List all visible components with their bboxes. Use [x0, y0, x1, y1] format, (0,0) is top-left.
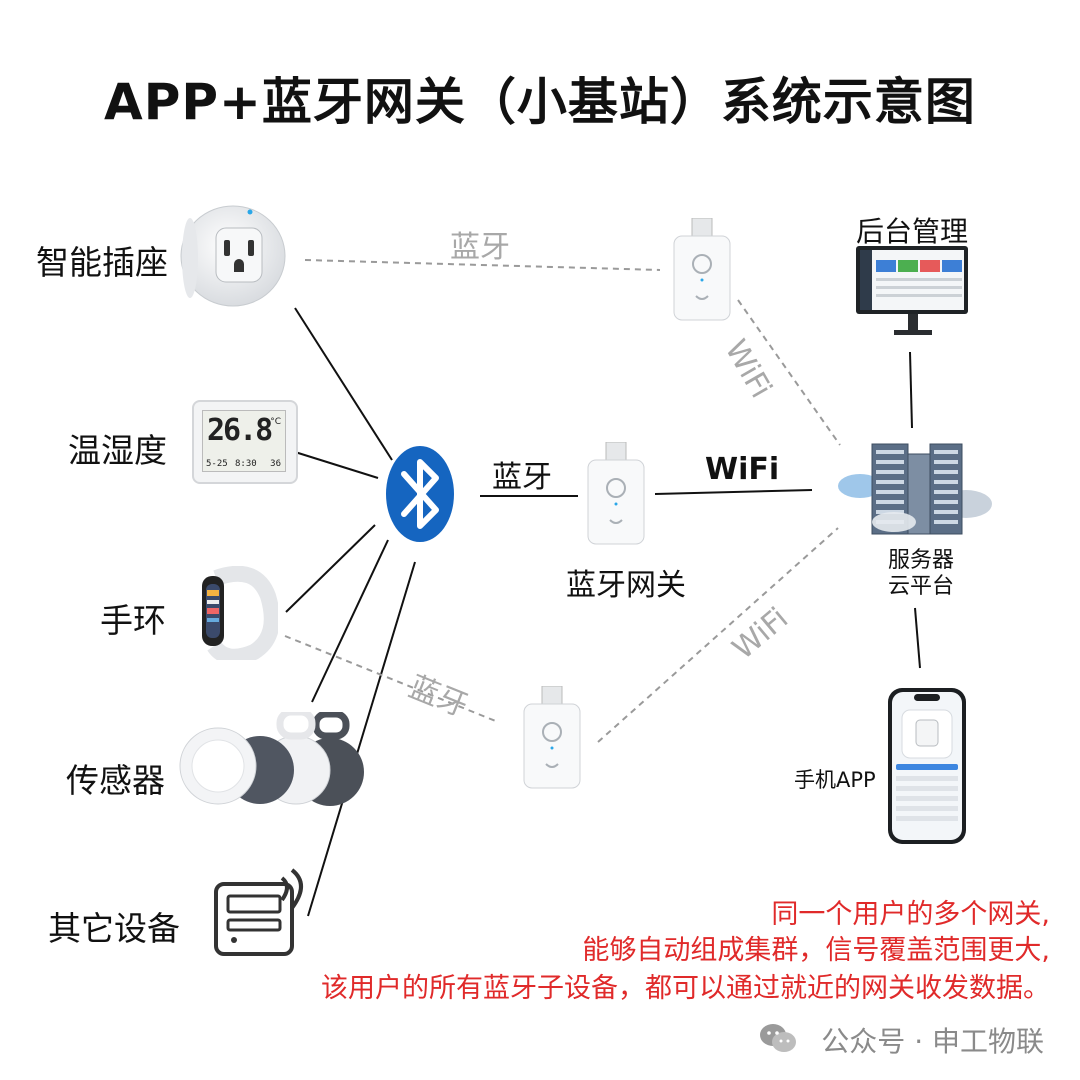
line-gateway-server [654, 489, 813, 495]
device-label-smart-plug: 智能插座 [36, 243, 168, 282]
meter-device-icon [214, 868, 303, 956]
monitor-icon [856, 246, 968, 335]
thermo-hygrometer-device: 26.8 °C 5-25 8:30 36 [192, 400, 298, 484]
device-label-sensor: 传感器 [66, 761, 165, 800]
gateway-device-top-icon [673, 218, 731, 321]
note-line-2: 能够自动组成集群，信号覆盖范围更大, [582, 935, 1050, 966]
thermo-screen: 26.8 °C 5-25 8:30 36 [202, 410, 286, 472]
server-label-line2: 云平台 [887, 574, 954, 599]
phone-icon [888, 688, 966, 844]
fitness-band-icon [202, 566, 278, 660]
note-line-3: 该用户的所有蓝牙子设备，都可以通过就近的网关收发数据。 [321, 973, 1050, 1004]
device-label-band: 手环 [100, 601, 166, 640]
server-label-line1: 服务器 [887, 548, 954, 573]
thermo-date: 5-25 [206, 459, 228, 469]
gateway-label: 蓝牙网关 [566, 568, 686, 603]
watermark: 公众号 · 申工物联 [821, 1025, 1044, 1058]
dashed-gateway2-server [737, 299, 841, 446]
line-backend-server [909, 351, 913, 429]
link-label-bluetooth-mid: 蓝牙 [492, 460, 552, 495]
line-other-hub [307, 561, 416, 917]
thermo-temp: 26.8 [207, 413, 273, 448]
dashed-gateway3-server [597, 527, 839, 743]
smart-plug-icon [180, 205, 286, 307]
line-server-phone [914, 607, 921, 669]
thermo-unit: °C [270, 417, 281, 427]
server-label: 服务器 云平台 [886, 548, 956, 600]
note-line-1: 同一个用户的多个网关, [771, 899, 1050, 930]
gateway-device-mid-icon [587, 442, 645, 545]
link-label-wifi-mid: WiFi [705, 452, 780, 487]
line-sensor-hub [311, 539, 389, 703]
server-cloud-icon [838, 443, 992, 535]
device-label-other: 其它设备 [48, 909, 180, 948]
line-thermo-hub [294, 451, 379, 479]
dashed-plug-gateway2 [304, 259, 661, 271]
backend-label: 后台管理 [856, 215, 969, 248]
wechat-icon [760, 1024, 796, 1052]
diagram-title: APP+蓝牙网关（小基站）系统示意图 [104, 73, 976, 131]
bluetooth-icon [386, 446, 454, 542]
line-band-hub [285, 524, 376, 613]
phone-app-label: 手机APP [794, 768, 876, 792]
gateway-device-bottom-icon [523, 686, 581, 789]
dashed-band-gateway3 [284, 635, 499, 723]
line-plug-hub [294, 307, 393, 461]
thermo-time: 8:30 [235, 459, 257, 469]
device-label-thermo-hygrometer: 温湿度 [68, 431, 167, 470]
link-label-bluetooth-top: 蓝牙 [450, 230, 510, 265]
thermo-humidity: 36 [270, 459, 281, 469]
sensor-icon [179, 712, 364, 806]
